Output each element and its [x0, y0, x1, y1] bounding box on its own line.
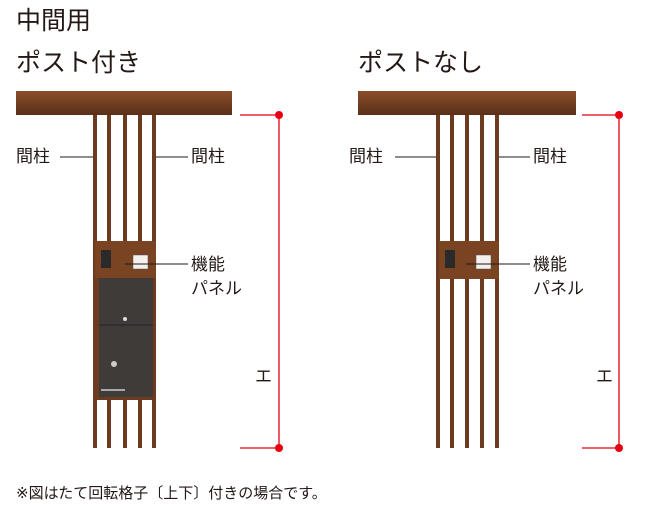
right-post-label-left: 間柱	[349, 147, 383, 167]
right-slats	[436, 115, 499, 448]
post-key-icon	[111, 361, 117, 367]
footnote: ※図はたて回転格子〔上下〕付きの場合です。	[16, 484, 327, 502]
right-panel-label-1: 機能	[533, 255, 567, 275]
right-post-label-right: 間柱	[533, 147, 567, 167]
left-beam	[16, 91, 232, 115]
nameplate-icon	[475, 254, 492, 270]
right-dimension-label: エ	[596, 367, 613, 387]
left-dimension	[240, 111, 283, 452]
left-panel-label-2: パネル	[191, 279, 242, 299]
left-post-label-left: 間柱	[16, 147, 50, 167]
intercom-icon	[101, 250, 111, 268]
right-panel-label-2: パネル	[533, 279, 584, 299]
left-post-label-right: 間柱	[191, 147, 225, 167]
right-beam	[358, 91, 576, 115]
nameplate-icon	[132, 254, 149, 270]
right-title: ポストなし	[358, 48, 484, 77]
left-dimension-label: エ	[255, 367, 272, 387]
intercom-icon	[445, 250, 455, 268]
left-title-line2: ポスト付き	[16, 48, 142, 77]
left-unit	[16, 91, 283, 452]
left-panel-label-1: 機能	[191, 255, 225, 275]
right-unit	[358, 91, 623, 452]
left-title-line1: 中間用	[16, 6, 92, 35]
left-post-box	[99, 278, 153, 397]
post-lock-icon	[123, 317, 127, 321]
right-dimension	[582, 111, 623, 452]
